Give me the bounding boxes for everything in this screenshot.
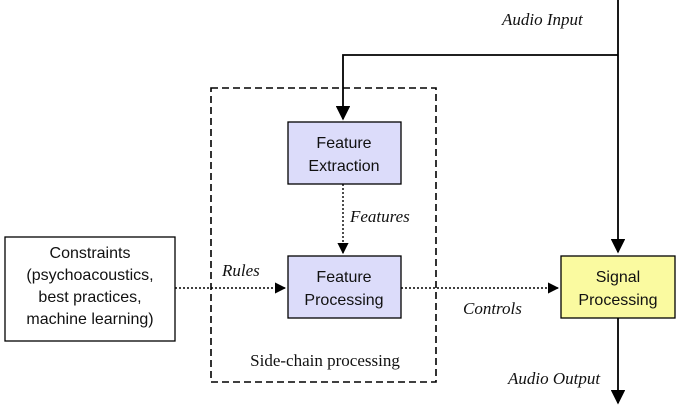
feature-processing-line-1: Feature bbox=[316, 269, 371, 286]
feature-extraction-line-1: Feature bbox=[316, 135, 371, 152]
feature-extraction-line-2: Extraction bbox=[308, 158, 379, 175]
feature-processing-box bbox=[287, 255, 402, 319]
signal-processing-box bbox=[560, 255, 676, 319]
signal-processing-line-1: Signal bbox=[596, 269, 640, 286]
side-chain-region bbox=[210, 87, 437, 383]
constraints-box bbox=[4, 236, 176, 342]
controls-label: Controls bbox=[463, 299, 522, 318]
constraints-line-1: Constraints bbox=[50, 245, 131, 262]
audio-branch-line bbox=[335, 54, 618, 121]
constraints-line-2: (psychoacoustics, bbox=[26, 267, 153, 284]
constraints-line-4: machine learning) bbox=[26, 311, 153, 328]
rules-label: Rules bbox=[221, 261, 260, 280]
feature-processing-line-2: Processing bbox=[304, 292, 383, 309]
side-chain-label: Side-chain processing bbox=[250, 351, 400, 370]
audio-input-label: Audio Input bbox=[501, 10, 584, 29]
features-label: Features bbox=[349, 207, 410, 226]
audio-output-label: Audio Output bbox=[507, 369, 601, 388]
feature-extraction-box bbox=[287, 121, 402, 185]
constraints-line-3: best practices, bbox=[38, 289, 141, 306]
signal-processing-line-2: Processing bbox=[578, 292, 657, 309]
